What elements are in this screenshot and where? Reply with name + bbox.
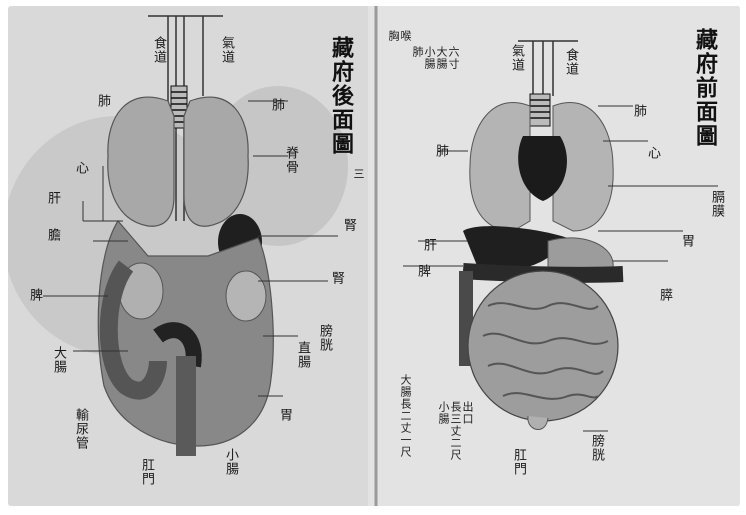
right-bottom-note-1: 小腸 (438, 401, 449, 425)
right-bottom-note-3: 出口 (462, 401, 473, 425)
label-stomach: 胃 (278, 408, 291, 422)
label-lung-right-2: 肺 (632, 104, 645, 118)
label-spine: 脊骨 (284, 146, 297, 174)
note-col-6: 六寸 (448, 46, 459, 70)
label-trachea: 氣道 (510, 44, 523, 72)
label-diaphragm: 膈膜 (710, 190, 723, 218)
label-right-kidney: 腎 (342, 218, 355, 232)
label-heart: 心 (74, 161, 87, 175)
note-col-4: 小腸 (424, 46, 435, 70)
label-anus-2: 肛門 (512, 448, 525, 476)
note-col-2: 胸 (388, 30, 399, 42)
label-pancreas: 膵 (658, 288, 671, 302)
label-wind-pipe: 氣道 (220, 36, 233, 64)
left-note: 大腸長二丈一尺 (400, 374, 411, 458)
middle-title: 藏府後面圖 (330, 36, 352, 156)
label-heart-2: 心 (646, 146, 659, 160)
label-liver: 肝 (46, 191, 59, 205)
label-large-intestine: 大腸 (52, 346, 65, 374)
scroll-image: 藏府前面圖 藏府後面圖 三 喉 胸 肺 小腸 大腸 六寸 大腸長二丈一尺 小腸 … (8, 6, 740, 506)
right-bottom-note-2: 長三丈二尺 (450, 401, 461, 461)
label-lung-left: 肺 (96, 94, 109, 108)
label-esophagus: 食道 (564, 48, 577, 76)
label-lung-right: 肺 (270, 98, 283, 112)
label-anus: 肛門 (140, 458, 153, 486)
label-bladder-2: 膀胱 (590, 434, 603, 462)
label-stomach-2: 胃 (680, 234, 693, 248)
middle-title-suffix: 三 (353, 168, 364, 180)
label-urinary: 輸尿管 (74, 408, 87, 450)
label-liver-2: 肝 (422, 238, 435, 252)
label-kidney: 腎 (330, 271, 343, 285)
note-col-3: 肺 (412, 46, 423, 58)
label-lung-left-2: 肺 (434, 144, 447, 158)
label-side-upper: 小腸 (224, 448, 237, 476)
label-spleen: 脾 (28, 288, 41, 302)
label-rectum: 直腸 (296, 341, 309, 369)
anatomical-drawing (8, 6, 740, 506)
label-food-pipe: 食道 (152, 36, 165, 64)
label-bladder: 膀胱 (318, 324, 331, 352)
label-spleen-2: 脾 (416, 264, 429, 278)
label-gallbladder: 膽 (46, 228, 59, 242)
note-col-5: 大腸 (436, 46, 447, 70)
note-col-1: 喉 (400, 30, 411, 42)
right-title: 藏府前面圖 (694, 28, 716, 148)
